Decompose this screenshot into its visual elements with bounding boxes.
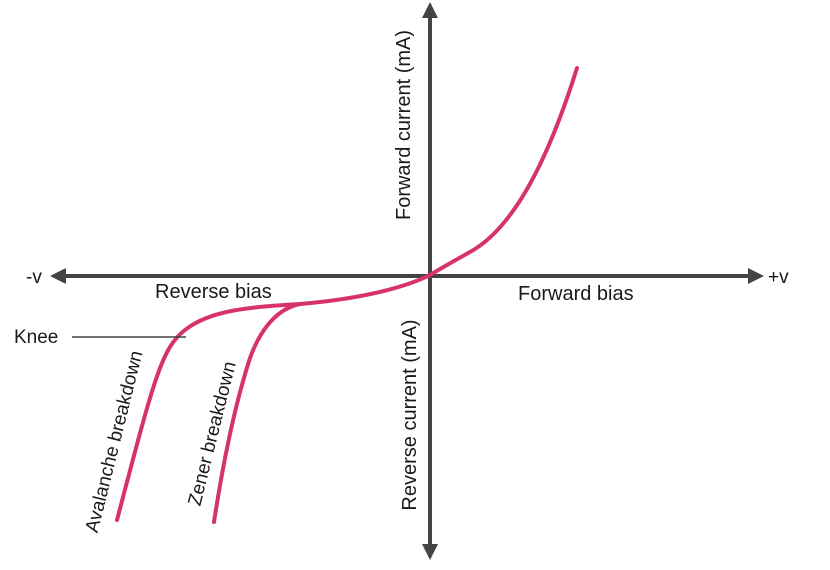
forward-current-label: Forward current (mA) <box>393 30 415 220</box>
positive-voltage-label: +v <box>768 267 789 288</box>
current-axis-bottom-arrow <box>422 544 438 560</box>
voltage-axis-left-arrow <box>50 268 66 284</box>
negative-voltage-label: -v <box>26 267 42 288</box>
forward-curve <box>298 66 579 306</box>
voltage-axis-right-arrow <box>748 268 764 284</box>
reverse-bias-label: Reverse bias <box>155 281 272 303</box>
knee-label: Knee <box>14 327 58 348</box>
reverse-current-label: Reverse current (mA) <box>399 319 421 510</box>
current-axis-top-arrow <box>422 2 438 18</box>
zener-breakdown-label: Zener breakdown <box>185 359 241 508</box>
zener-breakdown-curve <box>212 302 302 524</box>
forward-bias-label: Forward bias <box>518 283 634 305</box>
avalanche-breakdown-curve <box>115 302 302 522</box>
